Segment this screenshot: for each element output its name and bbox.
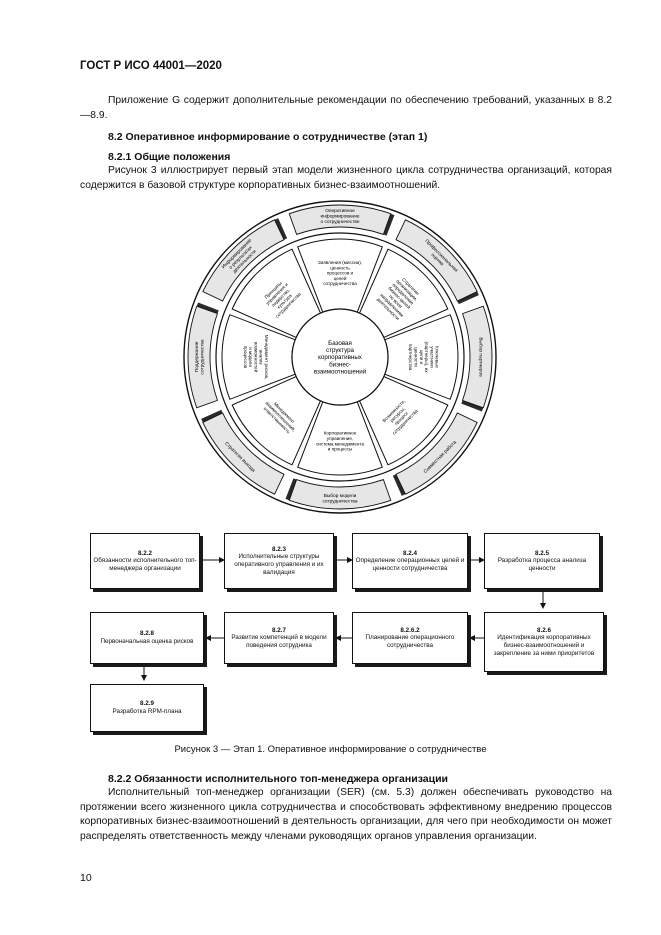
- paragraph-figure-intro: Рисунок 3 иллюстрирует первый этап модел…: [80, 165, 612, 191]
- outer-segment: [187, 305, 219, 409]
- page-number: 10: [80, 872, 92, 884]
- box-text: Обязанности исполнительного топ-менеджер…: [93, 557, 197, 572]
- inner-sector-label: Ключевыеучастники(партнеры), ихцели ицен…: [408, 341, 439, 373]
- box-text: Исполнительные структуры оперативного уп…: [234, 553, 324, 576]
- flow-box-8-2-6-2: 8.2.6.2 Планирование операционного сотру…: [352, 612, 468, 664]
- section-heading-8-2-2: 8.2.2 Обязанности исполнительного топ-ме…: [108, 773, 448, 785]
- standard-header: ГОСТ Р ИСО 44001—2020: [80, 60, 222, 72]
- flow-box-8-2-2: 8.2.2 Обязанности исполнительного топ-ме…: [90, 533, 200, 589]
- outer-segment-label: Выбор партнеров: [477, 337, 483, 377]
- flow-box-8-2-5: 8.2.5 Разработка процесса анализа ценнос…: [484, 533, 600, 589]
- section-heading-8-2-1: 8.2.1 Общие положения: [108, 151, 231, 163]
- box-text: Разработка процесса анализа ценности: [497, 557, 587, 572]
- box-number: 8.2.8: [139, 630, 154, 638]
- outer-segment: [202, 219, 285, 302]
- flow-box-8-2-3: 8.2.3 Исполнительные структуры оперативн…: [224, 533, 334, 589]
- box-number: 8.2.5: [534, 549, 549, 557]
- section-heading-8-2: 8.2 Оперативное информирование о сотрудн…: [108, 131, 428, 143]
- outer-segment: [202, 412, 285, 495]
- box-number: 8.2.3: [271, 545, 286, 553]
- box-text: Определение операционных целей и ценност…: [355, 557, 465, 572]
- box-number: 8.2.6.2: [400, 626, 420, 634]
- paragraph-ser-duties: Исполнительный топ-менеджер организации …: [80, 787, 612, 842]
- figure-caption: Рисунок 3 — Этап 1. Оперативное информир…: [174, 744, 487, 755]
- box-number: 8.2.7: [271, 626, 286, 634]
- box-text: Первоначальная оценка рисков: [100, 638, 194, 645]
- flow-box-8-2-4: 8.2.4 Определение операционных целей и ц…: [352, 533, 468, 589]
- box-text: Разработка RPM-плана: [112, 708, 182, 715]
- outer-segment: [288, 478, 392, 510]
- flow-box-8-2-8: 8.2.8 Первоначальная оценка рисков: [90, 612, 204, 664]
- box-number: 8.2.2: [137, 549, 152, 557]
- box-number: 8.2.4: [402, 549, 417, 557]
- box-number: 8.2.6: [536, 626, 551, 634]
- outer-segment: [395, 412, 478, 495]
- flow-box-8-2-9: 8.2.9 Разработка RPM-плана: [90, 684, 204, 732]
- outer-segment-label: Поддержаниесотрудничества: [194, 339, 206, 374]
- box-text: Идентификация корпоративных бизнес-взаим…: [493, 634, 595, 657]
- paragraph-appendix: Приложение G содержит дополнительные рек…: [80, 95, 612, 121]
- box-text: Планирование операционного сотрудничеств…: [365, 634, 455, 649]
- outer-segment: [395, 219, 478, 302]
- outer-segment: [461, 305, 493, 409]
- box-number: 8.2.9: [139, 700, 154, 708]
- flow-box-8-2-6: 8.2.6 Идентификация корпоративных бизнес…: [484, 612, 604, 672]
- flow-box-8-2-7: 8.2.7 Развитие компетенций в модели пове…: [224, 612, 334, 664]
- center-hub: [291, 308, 389, 406]
- box-text: Развитие компетенций в модели поведения …: [231, 634, 327, 649]
- outer-segment: [288, 204, 392, 236]
- inner-sector-label: Менеджмент рисков,анализвозможностейи мо…: [243, 335, 269, 380]
